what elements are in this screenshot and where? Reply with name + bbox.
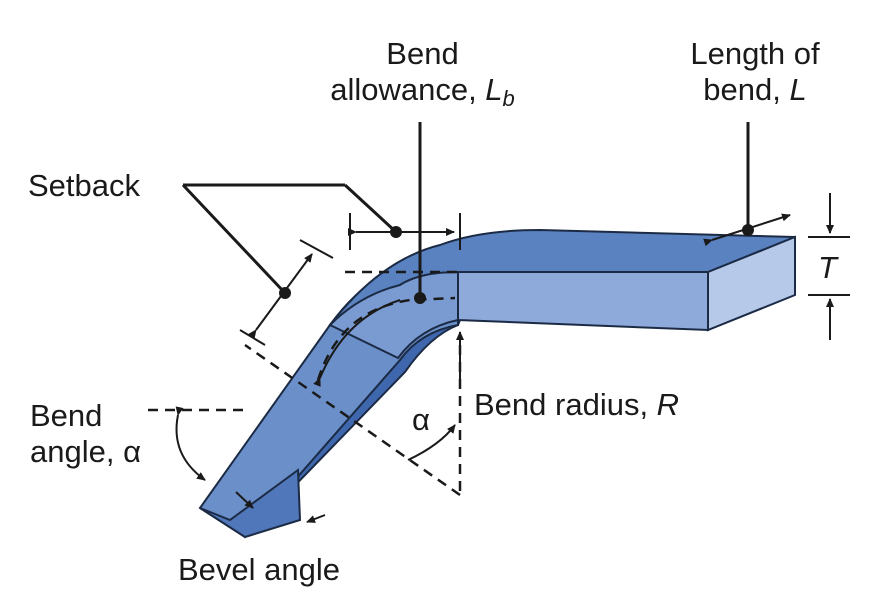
leader-lines	[181, 122, 750, 298]
bend-radius-label: Bend radius, R	[474, 387, 680, 422]
setback-label: Setback	[28, 168, 141, 203]
bar-end-face	[707, 235, 796, 332]
length-of-bend-label: Length of bend, L	[690, 36, 820, 107]
alpha-label: α	[412, 402, 430, 437]
bar-horizontal-front-face	[457, 271, 709, 332]
bevel-angle-label: Bevel angle	[178, 552, 341, 587]
bar-bend-front-face	[328, 270, 459, 360]
thickness-label: T	[818, 250, 837, 285]
bend-angle-label: Bend angle, α	[30, 398, 141, 469]
bend-allowance-label: Bend allowance, Lb	[330, 36, 515, 111]
leader-dots	[279, 224, 754, 304]
bar-bottom-end	[199, 468, 302, 539]
